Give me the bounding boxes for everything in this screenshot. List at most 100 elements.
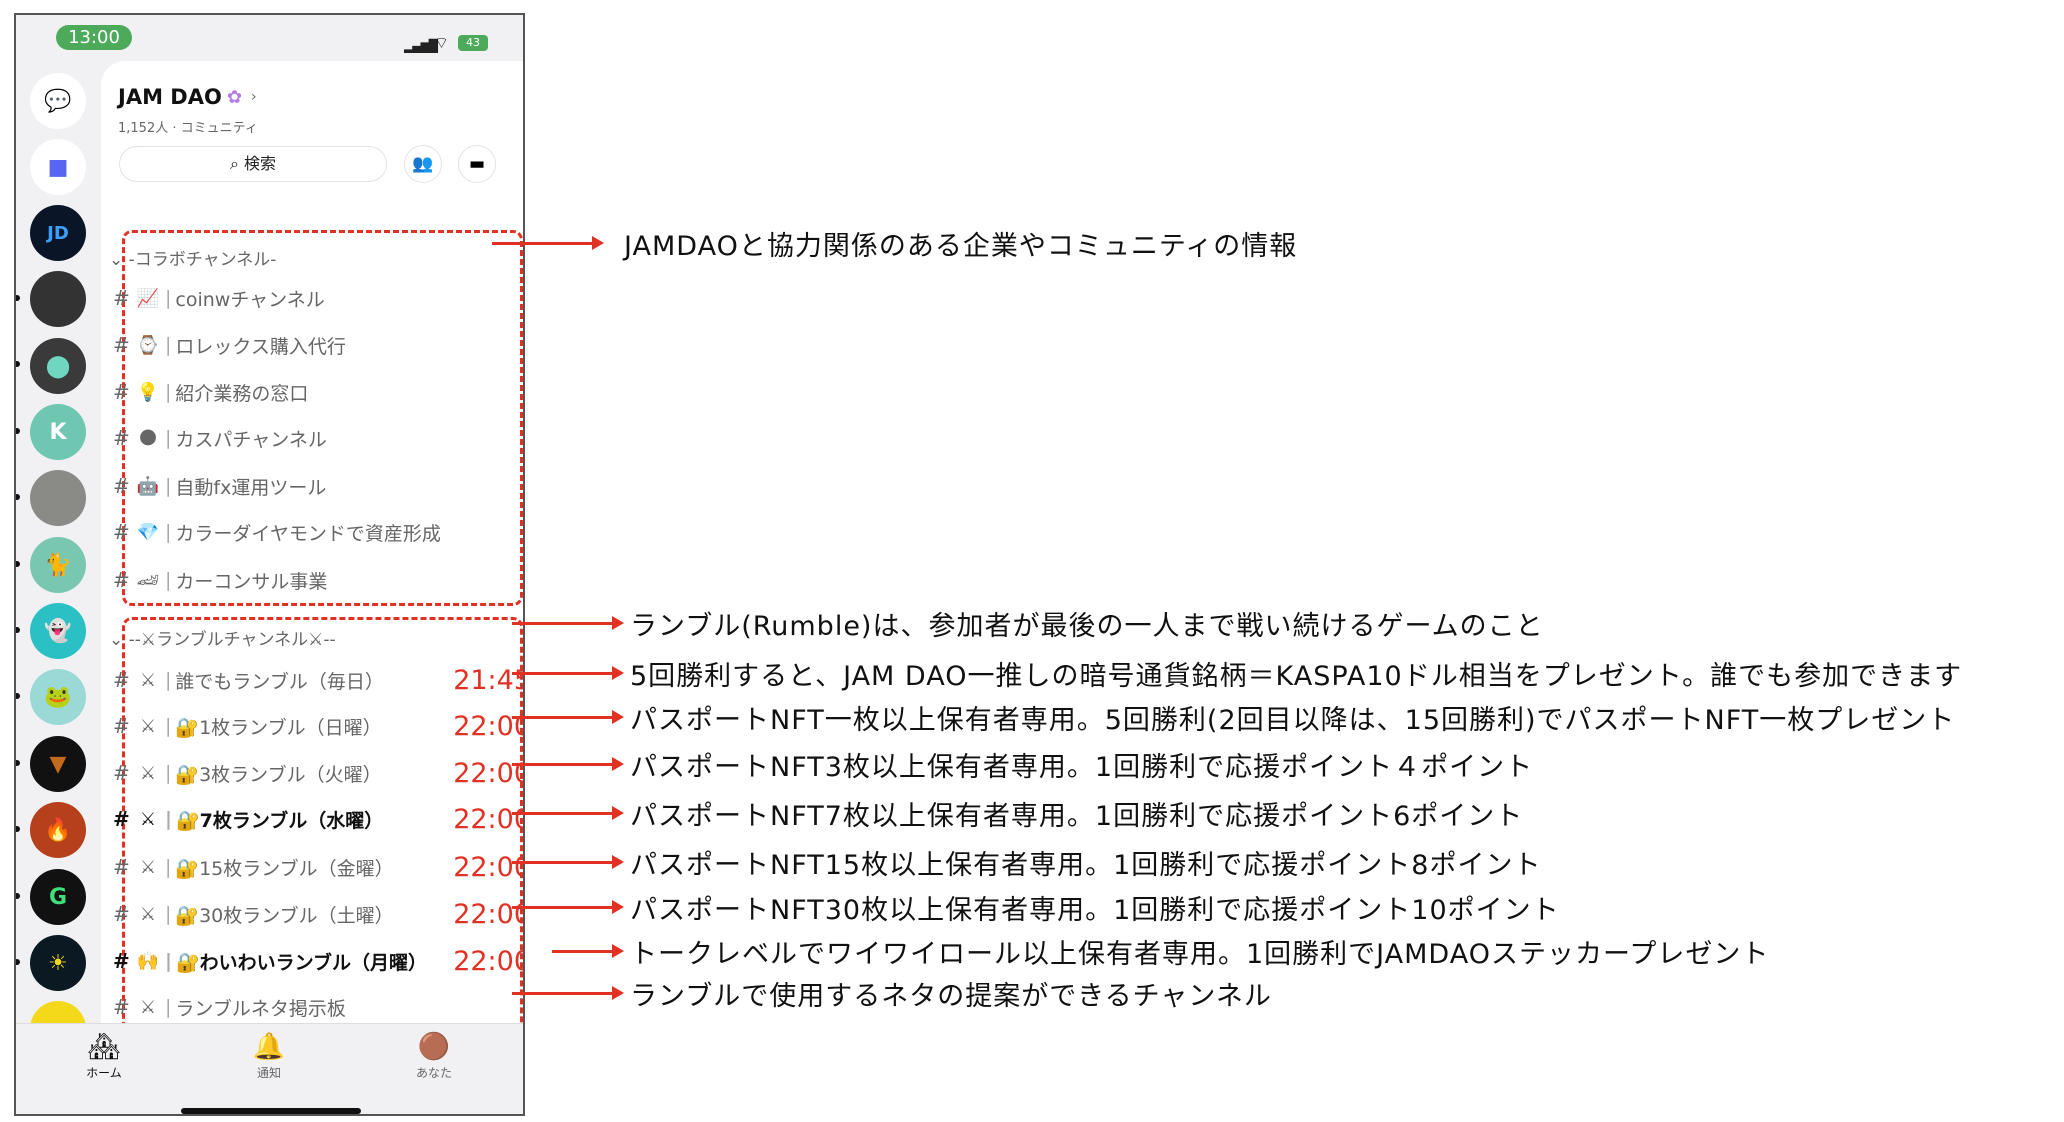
channel-item[interactable]: #🙌|🔐わいわいランブル（月曜）22:00 (113, 944, 523, 978)
server-avatar[interactable]: 🐈 (30, 537, 86, 593)
annotation-arrow (512, 710, 624, 724)
separator: | (165, 427, 172, 449)
separator: | (165, 903, 172, 925)
annotation-text: 5回勝利すると、JAM DAO一推しの暗号通貨銘柄＝KASPA10ドル相当をプレ… (630, 661, 1963, 692)
member-count: 1,152人 (118, 121, 169, 136)
event-time: 22:00 (453, 803, 525, 835)
category-label: --⚔ランブルチャンネル⚔-- (128, 630, 336, 650)
channel-item[interactable]: #🏎|カーコンサル事業 (113, 563, 523, 597)
nav-home[interactable]: 🏘ホーム (64, 1032, 144, 1081)
nav-notifications[interactable]: 🔔通知 (229, 1032, 309, 1081)
event-time: 22:00 (453, 851, 525, 883)
separator: | (165, 334, 172, 356)
channel-name: 🔐わいわいランブル（月曜） (175, 951, 428, 974)
server-avatar[interactable]: 👻 (30, 603, 86, 659)
nav-you[interactable]: 🟤あなた (394, 1032, 474, 1081)
search-icon: ⌕ (229, 154, 245, 173)
annotation-text: パスポートNFT15枚以上保有者専用。1回勝利で応援ポイント8ポイント (630, 850, 1542, 881)
annotation-text: パスポートNFT3枚以上保有者専用。1回勝利で応援ポイント４ポイント (630, 752, 1534, 783)
channel-item[interactable]: #⚔|ランブルネタ掲示板 (113, 990, 523, 1024)
bottom-nav: 🏘ホーム 🔔通知 🟤あなた (16, 1023, 523, 1114)
separator: | (165, 521, 172, 543)
event-time: 21:45 (453, 664, 525, 696)
annotation-arrow (512, 986, 624, 1000)
chevron-right-icon[interactable]: › (251, 89, 257, 105)
annotation-arrow (512, 806, 624, 820)
server-avatar[interactable]: 🔥 (30, 802, 86, 858)
nav-label: あなた (415, 1066, 452, 1080)
separator: | (165, 475, 172, 497)
separator: | (165, 381, 172, 403)
annotation-text: JAMDAOと協力関係のある企業やコミュニティの情報 (624, 231, 1298, 262)
chevron-down-icon: ⌄ (109, 250, 129, 270)
annotation-text: パスポートNFT30枚以上保有者専用。1回勝利で応援ポイント10ポイント (630, 895, 1560, 926)
channel-emoji: ⚔ (139, 762, 157, 784)
server-avatar[interactable] (30, 271, 86, 327)
server-avatar[interactable]: ▼ (30, 736, 86, 792)
channel-item[interactable]: #⌚|ロレックス購入代行 (113, 328, 523, 362)
wifi-icon: ⌔ (434, 33, 450, 52)
server-avatar[interactable] (30, 470, 86, 526)
separator: | (165, 287, 172, 309)
channel-item[interactable]: #⚔|誰でもランブル（毎日）21:45 (113, 663, 525, 697)
channel-emoji: 📈 (136, 287, 160, 309)
channel-item[interactable]: #⚔|🔐15枚ランブル（金曜）22:00 (113, 850, 525, 884)
channel-emoji: 💎 (136, 521, 160, 543)
server-title[interactable]: JAM DAO (118, 85, 222, 109)
channel-name: 誰でもランブル（毎日） (175, 670, 384, 693)
home-icon: 🏘 (87, 1032, 121, 1062)
separator: | (165, 996, 172, 1018)
server-avatar[interactable]: 🐸 (30, 669, 86, 725)
search-label: 検索 (244, 154, 277, 173)
separator: | (165, 715, 172, 737)
server-avatar[interactable]: ☀ (30, 935, 86, 991)
channel-name: カスパチャンネル (175, 428, 327, 451)
channel-name: 🔐15枚ランブル（金曜） (175, 857, 394, 880)
hashtag-lock-icon: # (113, 995, 130, 1019)
annotation-arrow (492, 236, 604, 250)
channel-item[interactable]: #⚔|🔐30枚ランブル（土曜）22:00 (113, 897, 525, 931)
hashtag-lock-icon: # (113, 426, 130, 450)
annotation-arrow (512, 666, 624, 680)
channel-item[interactable]: #💡|紹介業務の窓口 (113, 375, 523, 409)
folder-icon[interactable]: ■ (30, 139, 86, 195)
server-avatar[interactable]: G (30, 869, 86, 925)
search-button[interactable]: ⌕ 検索 (119, 146, 387, 182)
channel-item[interactable]: #💎|カラーダイヤモンドで資産形成 (113, 515, 523, 549)
status-time: 13:00 (56, 25, 132, 50)
channel-emoji: ⚔ (139, 808, 157, 830)
channel-name: 🔐3枚ランブル（火曜） (175, 763, 382, 786)
event-time: 22:00 (453, 757, 525, 789)
channel-name: 🔐1枚ランブル（日曜） (175, 716, 382, 739)
annotation-arrow (512, 616, 624, 630)
channel-item[interactable]: #📈|coinwチャンネル (113, 281, 523, 315)
category-label: -コラボチャンネル- (128, 250, 277, 270)
hashtag-lock-icon: # (113, 714, 130, 738)
category-rumble[interactable]: ⌄ --⚔ランブルチャンネル⚔-- (109, 625, 336, 650)
event-time: 22:00 (453, 898, 525, 930)
hashtag-lock-icon: # (113, 902, 130, 926)
partner-badge-icon: ✿ (227, 87, 243, 108)
channel-item[interactable]: #🌑|カスパチャンネル (113, 421, 523, 455)
server-kaspa[interactable]: K (30, 404, 86, 460)
channel-item[interactable]: #⚔|🔐1枚ランブル（日曜）22:00 (113, 709, 523, 743)
dm-icon[interactable]: 💬 (30, 73, 86, 129)
hashtag-lock-icon: # (113, 807, 130, 831)
category-collab[interactable]: ⌄ -コラボチャンネル- (109, 245, 276, 270)
invite-members-icon[interactable]: 👥 (404, 145, 442, 183)
channel-item[interactable]: #⚔|🔐3枚ランブル（火曜）22:00 (113, 756, 525, 790)
annotation-arrow (512, 757, 624, 771)
server-jamdao[interactable]: JD (30, 205, 86, 261)
channel-emoji: 💡 (136, 381, 160, 403)
channel-item[interactable]: #⚔|🔐7枚ランブル（水曜）22:00 (113, 802, 525, 836)
separator: | (165, 569, 172, 591)
calendar-icon[interactable]: ▬ (458, 145, 496, 183)
home-indicator (181, 1108, 361, 1114)
channel-emoji: 🙌 (136, 950, 160, 972)
server-avatar[interactable]: ⬤ (30, 338, 86, 394)
hashtag-lock-icon: # (113, 568, 130, 592)
channel-item[interactable]: #🤖|自動fx運用ツール (113, 469, 523, 503)
annotation-text: パスポートNFT一枚以上保有者専用。5回勝利(2回目以降は、15回勝利)でパスポ… (630, 705, 1956, 736)
signal-icon: ▂▄▆█ (404, 39, 438, 53)
channel-emoji: ⚔ (139, 715, 157, 737)
